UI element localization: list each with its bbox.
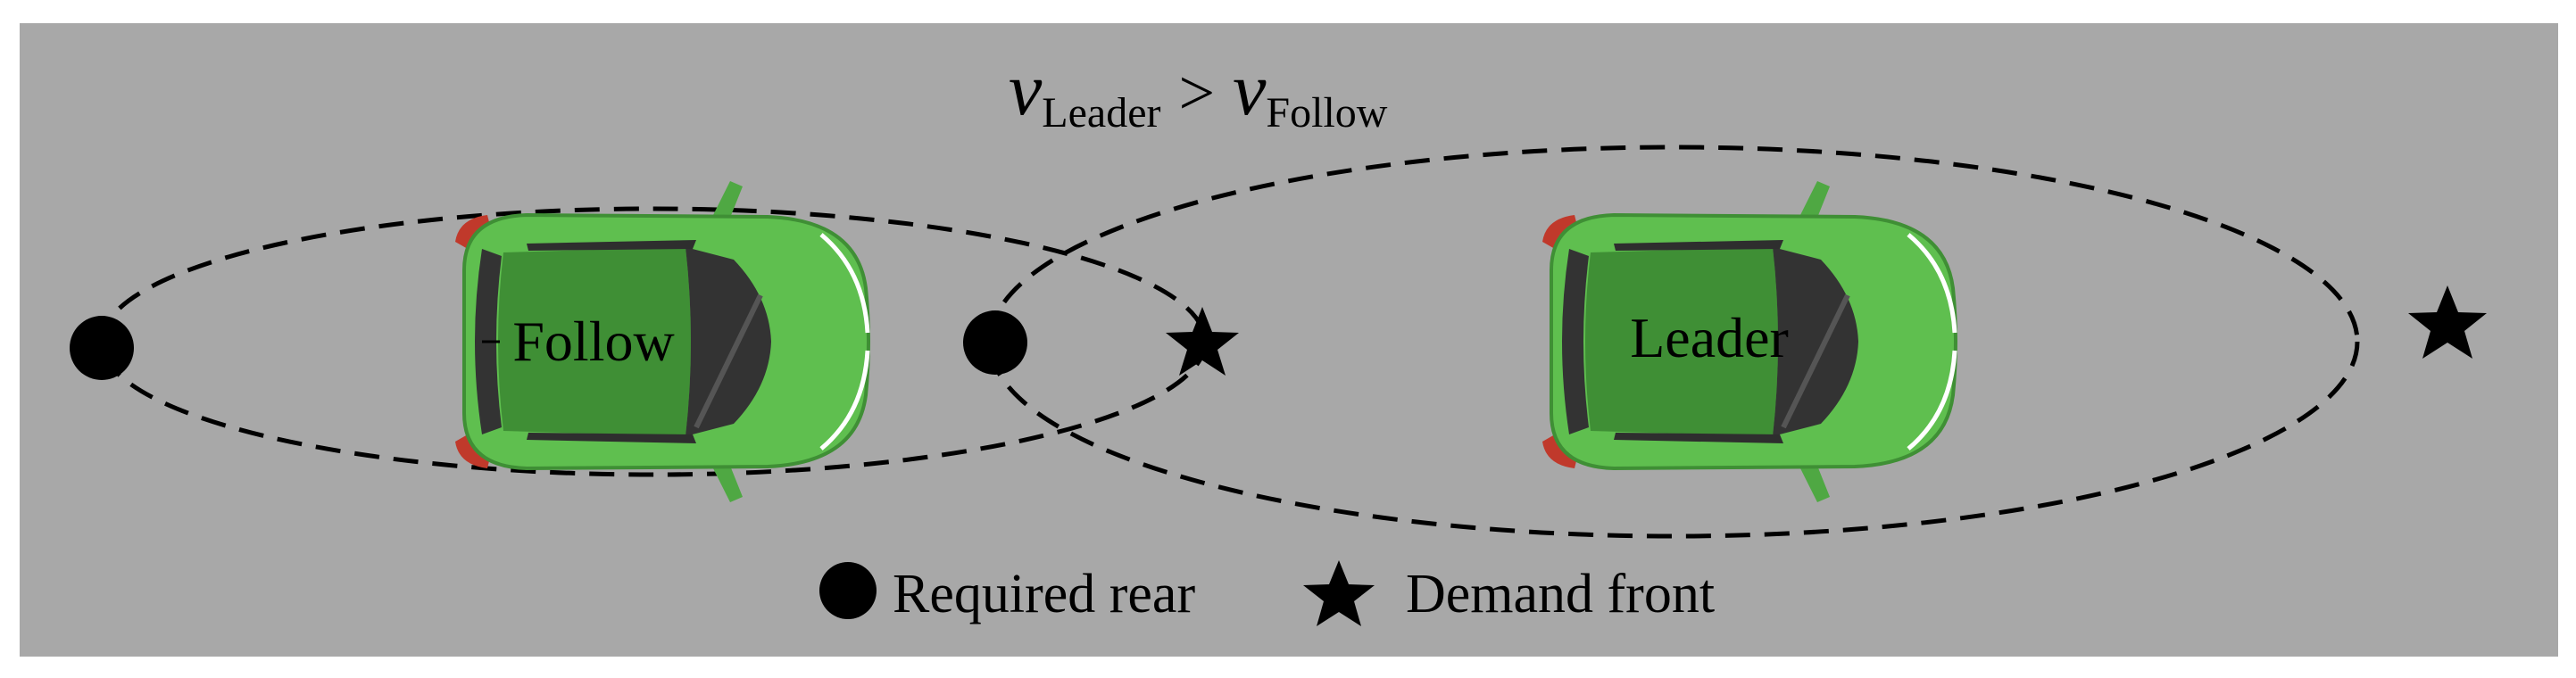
road-background	[20, 23, 2558, 657]
follow-car	[455, 181, 868, 502]
legend-star-marker	[1303, 560, 1375, 626]
follow-car-label: Follow	[512, 310, 674, 373]
leader-subscript: Leader	[1042, 89, 1160, 136]
follow-required-rear-marker	[70, 316, 134, 380]
legend-circle-marker	[819, 562, 877, 619]
leader-car-label: Leader	[1630, 306, 1789, 369]
follow-demand-front-marker	[1166, 307, 1239, 376]
legend-star-label: Demand front	[1406, 564, 1715, 624]
v-follow-symbol: v	[1233, 48, 1267, 131]
leader-safety-envelope	[987, 145, 2360, 539]
leader-required-rear-marker	[963, 310, 1027, 375]
v-leader-symbol: v	[1009, 48, 1043, 131]
legend: Required rear Demand front	[819, 560, 1715, 626]
greater-than-operator: >	[1179, 57, 1216, 128]
leader-demand-front-marker	[2408, 285, 2487, 359]
follow-subscript: Follow	[1266, 89, 1387, 136]
legend-circle-label: Required rear	[893, 564, 1195, 624]
speed-relation-title: vLeader>vFollow	[1009, 48, 1388, 136]
